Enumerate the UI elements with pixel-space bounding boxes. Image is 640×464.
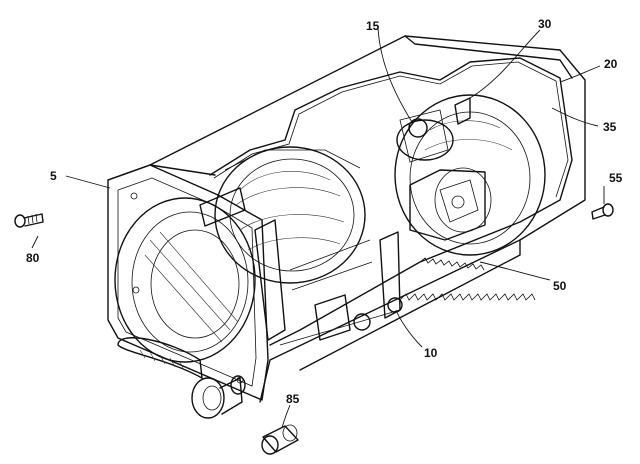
tension-spring [399, 257, 536, 301]
rear-optics [394, 94, 546, 256]
ref-label-30: 30 [538, 17, 552, 31]
ref-label-20: 20 [604, 57, 618, 71]
ref-label-5: 5 [50, 169, 57, 183]
housing-outline [107, 35, 586, 403]
lamp-holder [409, 169, 486, 241]
ref-label-80: 80 [26, 251, 40, 265]
gear-assembly [396, 97, 471, 163]
screw-55 [591, 203, 614, 220]
lever-mechanism [279, 294, 403, 346]
ref-label-15: 15 [366, 19, 380, 33]
leader-lines [31, 27, 605, 429]
front-faceplate [107, 164, 269, 401]
screw-80 [14, 213, 44, 228]
ref-label-35: 35 [603, 120, 617, 134]
focus-knob [191, 375, 246, 419]
sleeve-85 [261, 424, 299, 455]
reflector-drum [214, 146, 366, 284]
ref-label-85: 85 [286, 392, 300, 406]
ref-label-50: 50 [553, 279, 567, 293]
ref-label-55: 55 [609, 171, 623, 185]
ref-label-10: 10 [424, 346, 438, 360]
handle-grip [117, 337, 203, 379]
